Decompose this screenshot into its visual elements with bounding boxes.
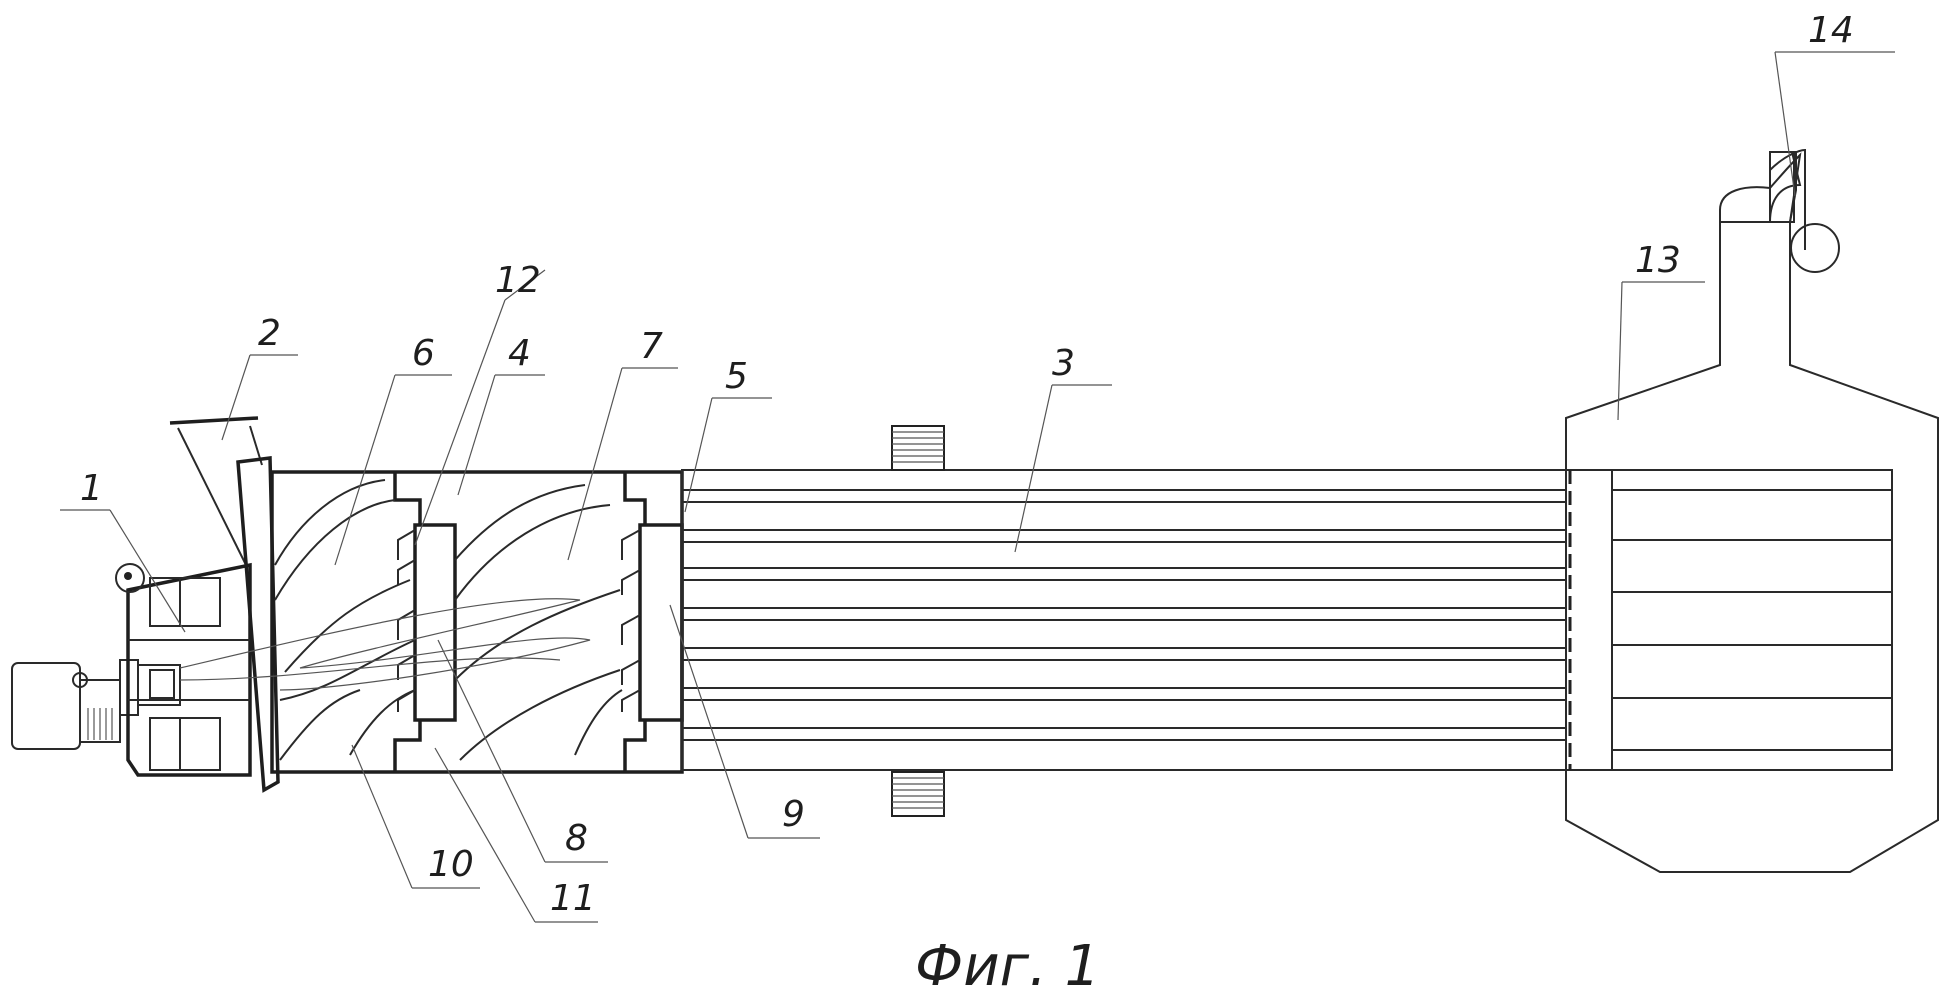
label-7: 7 (640, 326, 663, 367)
drive-motor (12, 660, 180, 749)
label-1: 1 (80, 468, 103, 509)
feed-housing (116, 564, 250, 775)
label-8: 8 (565, 818, 588, 859)
support-band-top (892, 426, 944, 470)
label-14: 14 (1808, 10, 1854, 51)
exhaust-fan (1720, 150, 1839, 272)
figure-caption: Фиг. 1 (915, 934, 1100, 999)
dryer-drum (682, 426, 1892, 816)
label-6: 6 (412, 333, 435, 374)
label-4: 4 (508, 333, 531, 374)
support-band-bottom (892, 772, 944, 816)
label-9: 9 (782, 794, 805, 835)
label-11: 11 (550, 878, 596, 919)
reference-numerals: 1 2 3 4 5 6 7 8 9 10 11 12 13 14 (80, 10, 1854, 919)
leader-lines (60, 52, 1895, 922)
hopper (170, 418, 262, 565)
label-10: 10 (428, 844, 474, 885)
label-13: 13 (1635, 240, 1681, 281)
label-5: 5 (725, 356, 748, 397)
label-3: 3 (1052, 343, 1075, 384)
label-2: 2 (258, 313, 281, 354)
grinding-chamber (180, 472, 682, 772)
drum-tubes (682, 490, 1565, 740)
separation-chamber (1566, 222, 1938, 872)
label-12: 12 (495, 260, 541, 301)
